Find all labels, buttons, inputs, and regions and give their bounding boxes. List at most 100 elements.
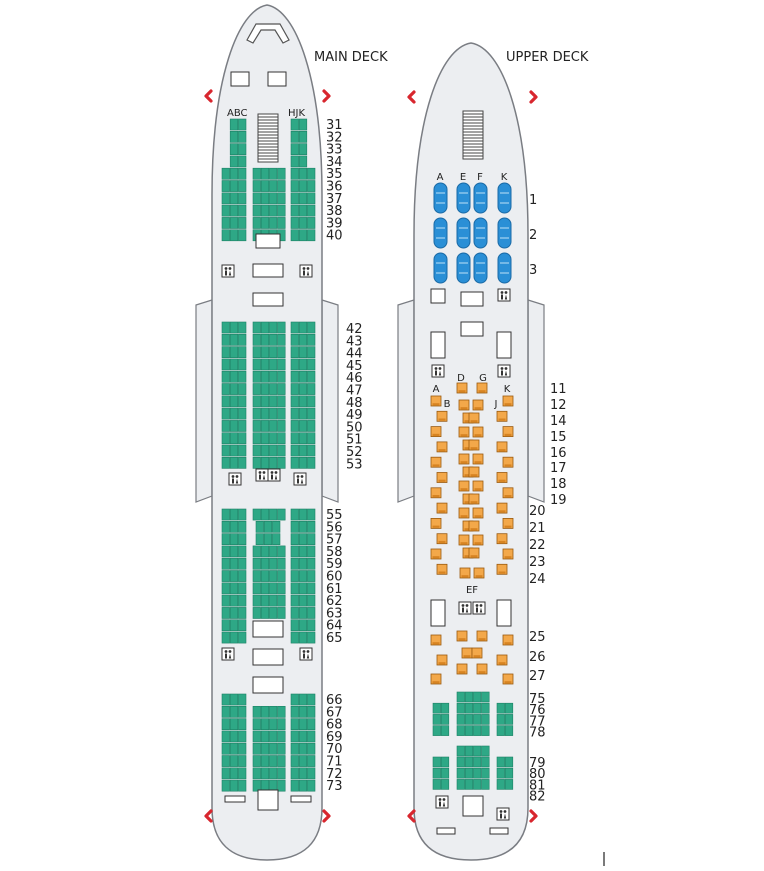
business-seat-back — [432, 556, 440, 559]
economy-seat — [496, 767, 505, 779]
economy-seat — [229, 557, 239, 570]
economy-seat — [290, 718, 299, 730]
economy-seat — [269, 420, 278, 432]
economy-seat — [221, 229, 230, 242]
business-seat-cushion — [476, 663, 488, 675]
first-class-suite — [456, 217, 471, 249]
economy-seat — [290, 143, 299, 156]
business-seat-cushion — [472, 480, 484, 492]
economy-seat — [229, 570, 239, 582]
economy-seat — [269, 570, 278, 582]
economy-seat — [229, 533, 239, 545]
business-seat-cushion — [436, 502, 448, 514]
economy-seat — [260, 705, 270, 718]
economy-seat — [229, 370, 239, 383]
economy-seat — [269, 192, 278, 205]
economy-seat — [277, 358, 286, 371]
economy-seat — [252, 204, 261, 217]
business-seat-cushion — [458, 453, 470, 465]
economy-seat — [221, 730, 230, 743]
economy-seat — [307, 370, 316, 383]
economy-seat — [229, 545, 239, 558]
exit-arrow-icon — [529, 809, 538, 823]
business-seat-cushion — [458, 507, 470, 519]
economy-seat — [221, 420, 230, 432]
economy-seat — [277, 370, 286, 383]
economy-seat — [221, 545, 230, 558]
economy-seat — [496, 779, 505, 790]
business-seat-back — [470, 420, 478, 423]
economy-seat — [277, 432, 286, 445]
economy-seat — [290, 217, 299, 229]
economy-seat — [269, 545, 278, 558]
economy-seat — [504, 756, 514, 768]
economy-seat — [238, 131, 247, 143]
business-seat-cushion — [472, 453, 484, 465]
economy-seat — [307, 742, 316, 755]
business-seat-back — [498, 510, 506, 513]
business-seat-back — [470, 447, 478, 450]
economy-seat — [290, 432, 299, 445]
lavatory-icon-box — [472, 601, 486, 615]
business-seat-cushion — [430, 395, 442, 407]
economy-seat — [277, 395, 286, 408]
economy-seat — [290, 767, 299, 780]
business-seat-back — [498, 540, 506, 544]
business-seat-back — [432, 525, 440, 528]
economy-seat — [252, 395, 261, 408]
first-class-seat — [497, 252, 512, 284]
lavatory-icon-man-head — [296, 475, 300, 478]
economy-seat — [307, 767, 316, 780]
business-seat — [502, 634, 514, 646]
business-seat — [476, 382, 488, 394]
economy-seat — [307, 383, 316, 395]
business-seat — [502, 548, 514, 560]
economy-seat — [290, 607, 299, 619]
economy-seat — [464, 779, 474, 790]
business-seat-cushion — [436, 410, 448, 422]
business-seat-back — [432, 464, 440, 467]
main-row-number: 47 — [346, 384, 363, 399]
first-class-suite — [456, 182, 471, 214]
economy-seat — [238, 730, 247, 743]
business-seat — [473, 567, 485, 579]
economy-seat — [504, 702, 514, 714]
main-row-number: 53 — [346, 457, 363, 472]
business-seat-back — [504, 681, 512, 684]
economy-seat — [298, 407, 308, 420]
economy-seat — [229, 705, 239, 718]
lavatory-icon-woman-body — [442, 801, 446, 807]
economy-seat — [238, 217, 247, 229]
exit-arrow-icon — [407, 90, 416, 104]
economy-seat — [269, 594, 278, 607]
economy-seat — [260, 346, 270, 359]
economy-seat — [229, 167, 239, 180]
main-row-number: 61 — [326, 582, 343, 597]
main-row-number: 58 — [326, 545, 343, 560]
economy-seat — [269, 370, 278, 383]
economy-seat — [504, 779, 514, 790]
economy-seat — [277, 321, 286, 334]
business-seat-cushion — [502, 395, 514, 407]
business-seat — [436, 472, 448, 483]
economy-seat — [260, 204, 270, 217]
economy-seat — [464, 745, 474, 757]
upper-row-number: 2 — [529, 228, 537, 243]
galley-icon — [430, 331, 446, 359]
lavatory-icon-man-body — [500, 813, 502, 819]
economy-seat — [298, 204, 308, 217]
lavatory-icon-man-head — [302, 650, 306, 653]
economy-seat — [221, 217, 230, 229]
economy-seat — [298, 742, 308, 755]
economy-seat — [307, 204, 316, 217]
economy-seat — [252, 346, 261, 359]
business-seat — [496, 502, 508, 514]
economy-seat — [298, 607, 308, 619]
business-seat — [472, 480, 484, 492]
economy-seat — [473, 725, 482, 736]
first-class-suite — [433, 217, 448, 249]
upper-deck-fuselage — [413, 42, 529, 861]
economy-seat — [307, 533, 316, 545]
galley-icon — [252, 292, 284, 307]
economy-seat — [307, 779, 316, 792]
